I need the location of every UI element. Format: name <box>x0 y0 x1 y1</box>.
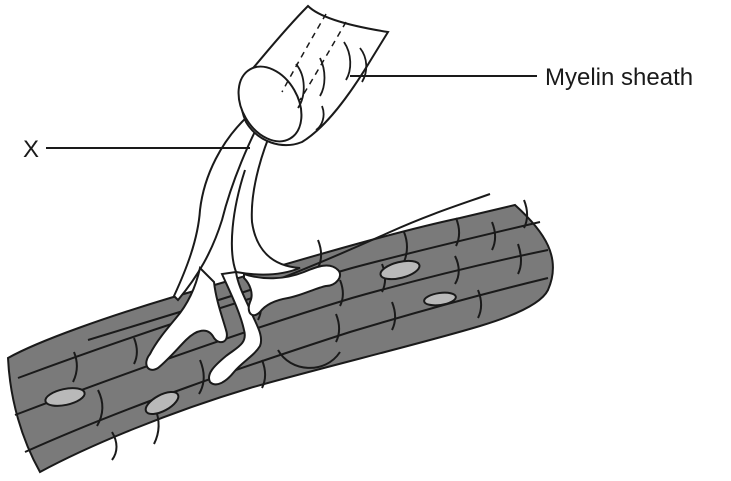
muscle-fibre <box>8 200 553 472</box>
label-myelin-sheath: Myelin sheath <box>545 64 693 91</box>
label-x: X <box>23 136 39 163</box>
